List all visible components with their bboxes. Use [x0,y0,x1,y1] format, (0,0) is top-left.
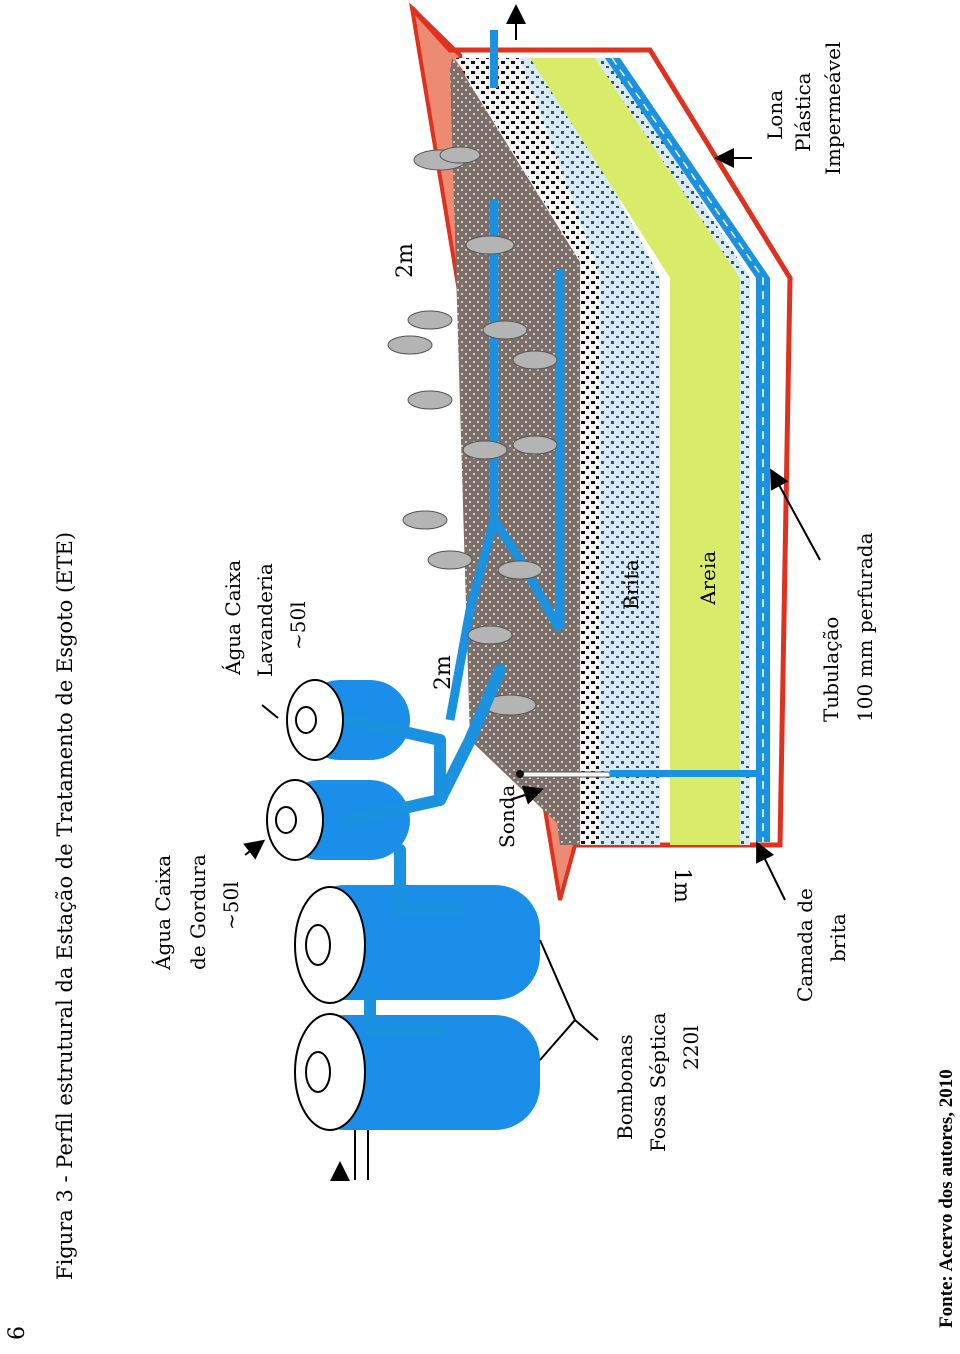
svg-text:Água Caixa: Água Caixa [151,855,175,971]
svg-text:Tubulação: Tubulação [819,617,843,722]
svg-text:Fossa Séptica: Fossa Séptica [646,1012,670,1152]
label-camada: Camada de brita [793,888,850,1002]
svg-text:Plástica: Plástica [791,72,815,152]
svg-text:Bombonas: Bombonas [613,1034,637,1140]
soil-body [450,58,580,845]
svg-text:100 mm perfurada: 100 mm perfurada [853,532,877,722]
gravel-white-layer [455,58,600,845]
perforated-pipe-dashes [611,57,764,842]
probe-tip [516,770,524,778]
svg-text:Impermeável: Impermeável [821,42,845,175]
svg-text:~50l: ~50l [219,881,243,930]
label-dim-top: 2m [393,243,418,278]
label-brita: Brita [619,559,643,610]
sand-layer [530,58,740,845]
label-lona: Lona Plástica Impermeável [763,42,845,175]
outlet-pipe [490,30,498,88]
connecting-pipes [344,664,506,1036]
plants-group [387,146,558,716]
source-caption: Fonte: Acervo dos autores, 2010 [936,1069,957,1328]
label-lavanderia: Água Caixa Lavanderia ~50l [221,560,310,677]
gordura-tank [266,779,410,861]
label-sonda: Sonda [495,785,519,848]
septic-drum-2 [294,1013,540,1131]
arrow-camada [756,841,786,901]
probe [519,771,611,778]
label-tubulacao: Tubulação 100 mm perfurada [819,532,877,722]
svg-text:Água Caixa: Água Caixa [221,560,245,676]
page-number: 6 [5,1326,30,1340]
lead-lavanderia [261,704,279,719]
figure-caption: Figura 3 - Perfil estrutural da Estação … [53,532,77,1280]
label-dim-side: 2m [431,655,456,690]
svg-text:Camada de: Camada de [793,888,817,1002]
arrow-tubulacao [770,468,821,561]
probe-pipe [610,770,760,777]
inlet-pipe [354,1130,369,1180]
distribution-pipe [445,200,565,721]
gravel-blue-layer-a [520,58,660,845]
svg-text:~50l: ~50l [286,601,310,650]
svg-text:220l: 220l [679,1025,703,1070]
label-bombonas: Bombonas Fossa Séptica 220l [613,1012,703,1152]
svg-text:Lona: Lona [763,90,787,140]
arrow-sonda [509,785,544,805]
bracket-bombonas [539,939,599,1061]
septic-drum-1 [294,885,540,1004]
svg-text:de Gordura: de Gordura [186,854,210,970]
label-areia: Areia [696,551,720,606]
svg-text:brita: brita [826,913,850,962]
label-dim-depth: 1m [669,868,694,903]
svg-text:Lavanderia: Lavanderia [253,563,277,677]
label-gordura: Água Caixa de Gordura ~50l [151,854,243,971]
arrow-gordura [243,839,266,860]
